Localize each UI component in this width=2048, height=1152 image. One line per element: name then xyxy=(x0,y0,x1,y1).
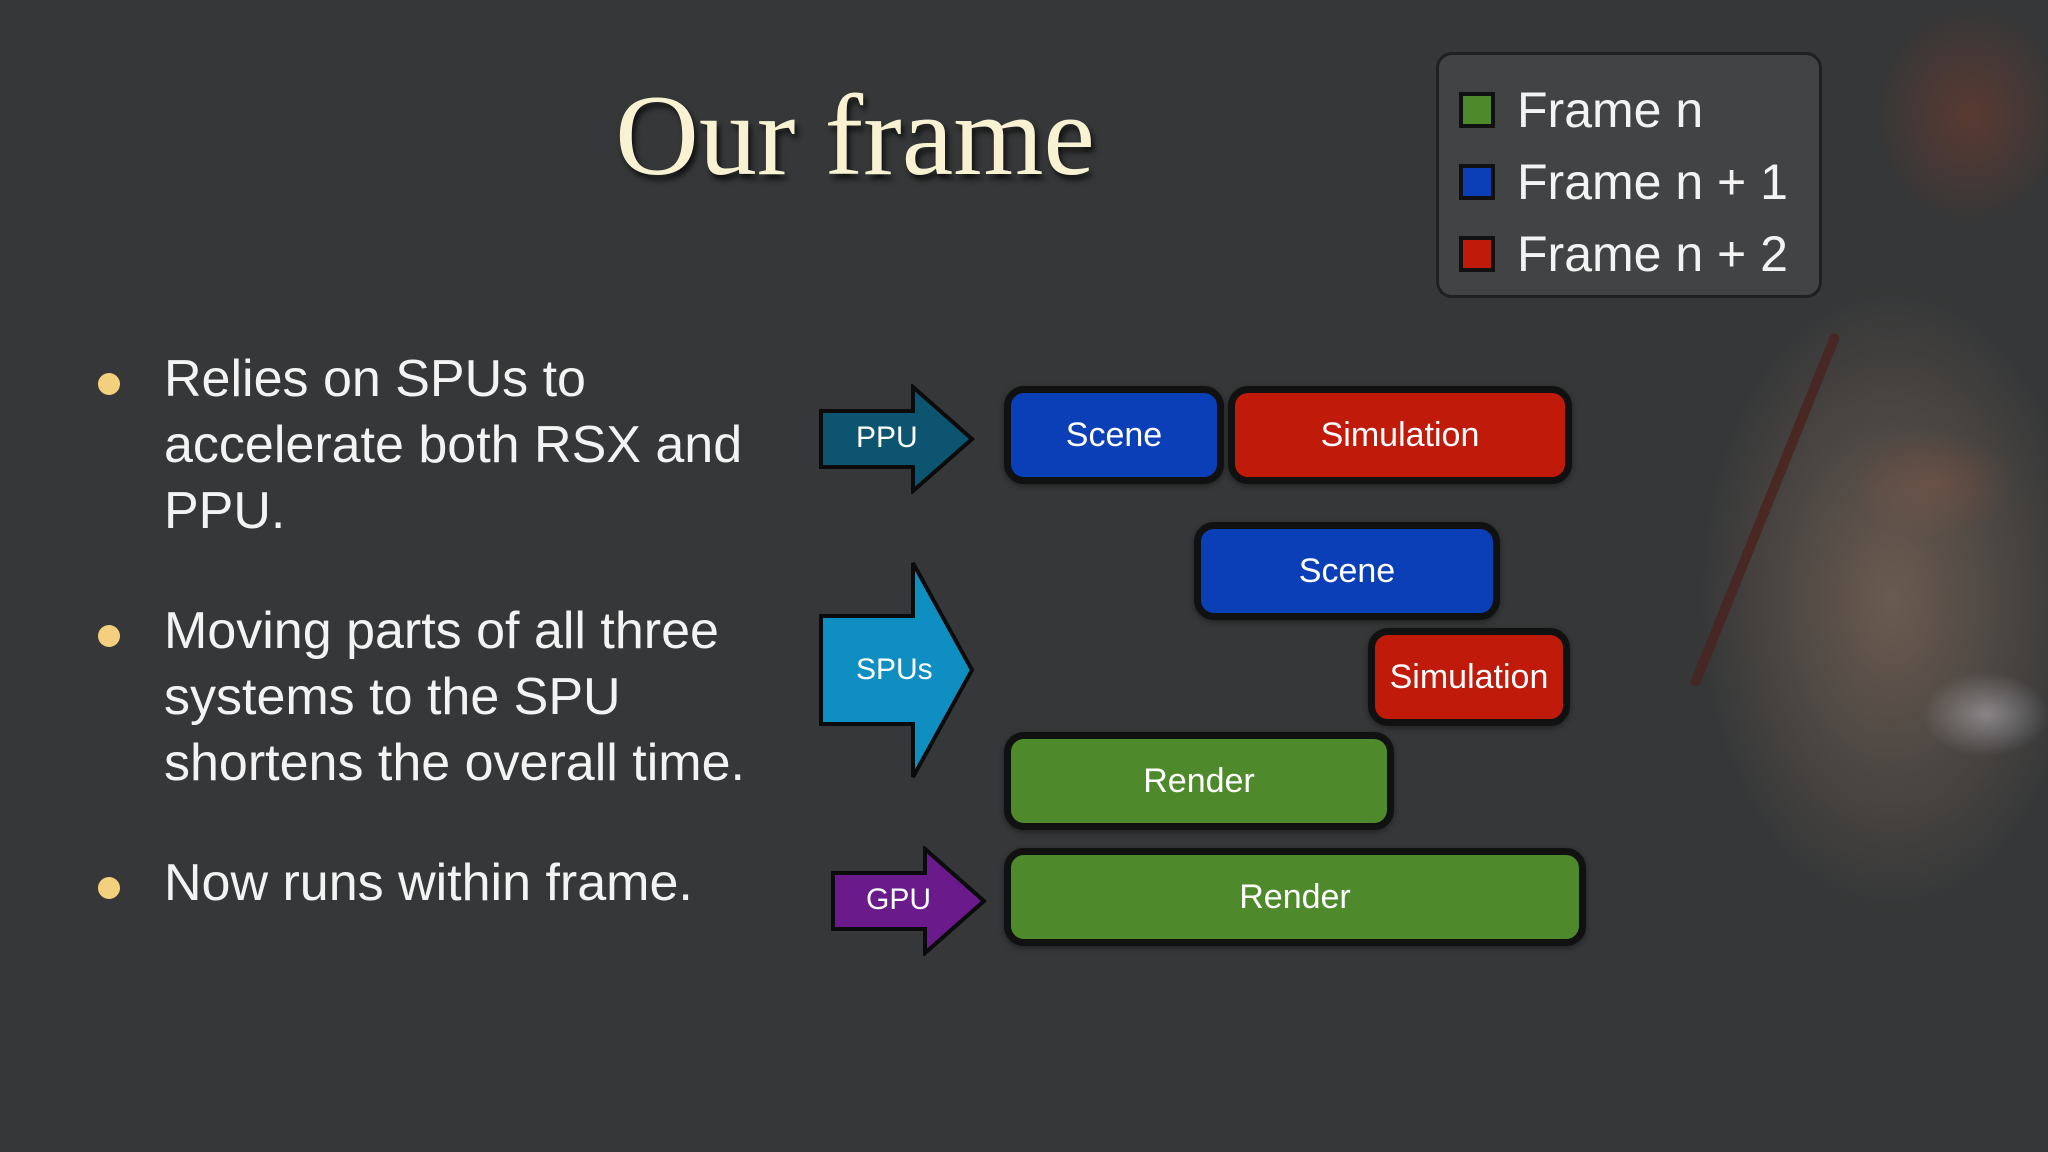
bullet-item: Moving parts of all three systems to the… xyxy=(98,598,804,796)
legend-label: Frame n + 2 xyxy=(1517,226,1788,282)
bullet-dot xyxy=(98,877,120,899)
ppu-scene-block: Scene xyxy=(1004,386,1224,484)
bullet-text: Now runs within frame. xyxy=(164,854,693,912)
gpu-arrow-icon xyxy=(831,846,988,956)
spu-scene-block: Scene xyxy=(1194,522,1500,620)
legend-item-frame-n-plus-1: Frame n + 1 xyxy=(1459,153,1788,211)
bullet-dot xyxy=(98,625,120,647)
gpu-render-block: Render xyxy=(1004,848,1586,946)
bullet-text: Moving parts of all three systems to the… xyxy=(164,602,745,792)
legend-label: Frame n xyxy=(1517,82,1704,138)
legend-item-frame-n-plus-2: Frame n + 2 xyxy=(1459,225,1788,283)
ppu-arrow-icon xyxy=(819,384,976,494)
bullet-item: Now runs within frame. xyxy=(98,850,804,916)
ppu-label: PPU xyxy=(856,421,918,454)
slide-title: Our frame xyxy=(615,72,1095,200)
bullet-item: Relies on SPUs to accelerate both RSX an… xyxy=(98,346,804,544)
spu-render-block: Render xyxy=(1004,732,1394,830)
legend-item-frame-n: Frame n xyxy=(1459,81,1703,139)
spus-label: SPUs xyxy=(856,653,933,686)
spus-arrow-icon xyxy=(819,562,975,778)
spu-simulation-block: Simulation xyxy=(1368,628,1570,726)
ppu-simulation-block: Simulation xyxy=(1228,386,1572,484)
bullet-text: Relies on SPUs to accelerate both RSX an… xyxy=(164,350,743,540)
gpu-label: GPU xyxy=(866,883,932,916)
legend-swatch-blue xyxy=(1459,164,1495,200)
bullet-dot xyxy=(98,373,120,395)
legend-label: Frame n + 1 xyxy=(1517,154,1788,210)
legend-swatch-red xyxy=(1459,236,1495,272)
legend-swatch-green xyxy=(1459,92,1495,128)
legend: Frame n Frame n + 1 Frame n + 2 xyxy=(1436,52,1822,298)
